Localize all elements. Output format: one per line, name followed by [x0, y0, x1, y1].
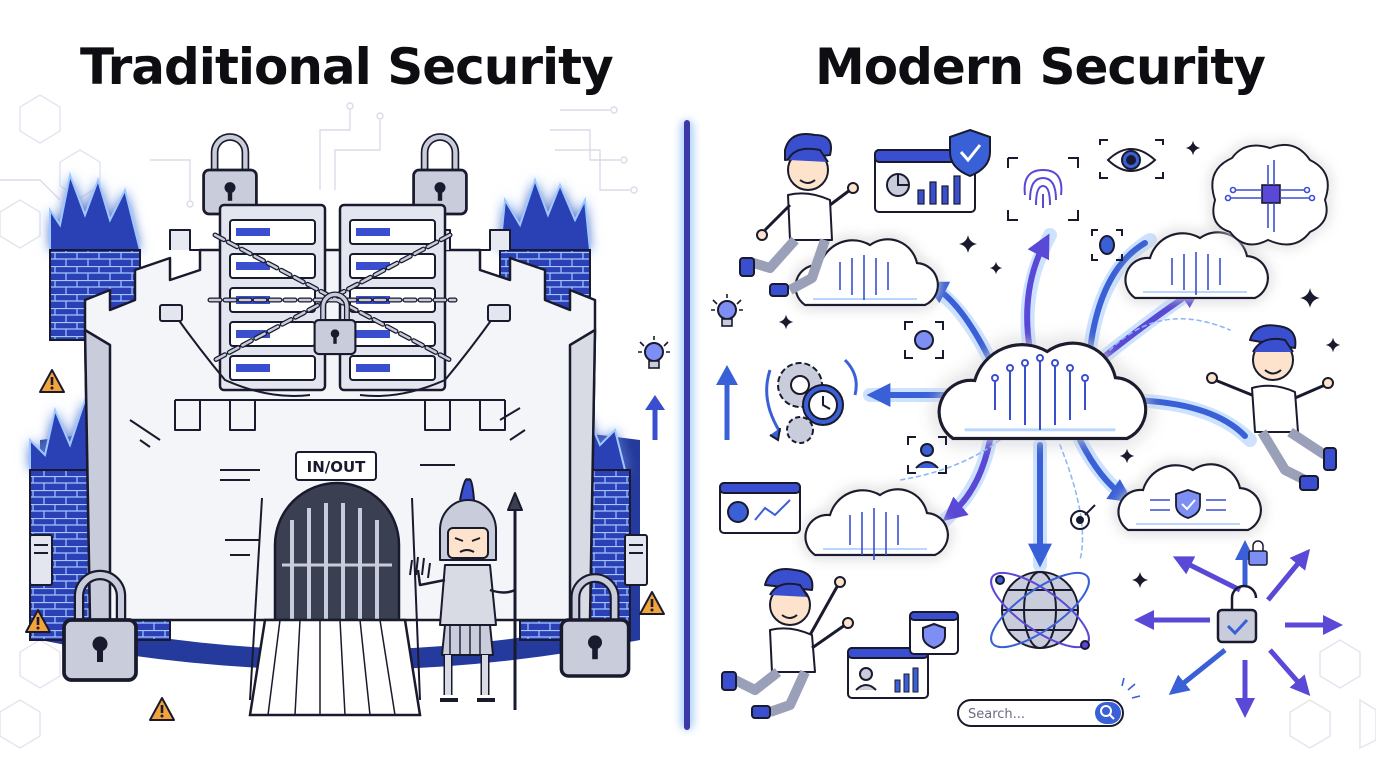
person-icon	[1206, 324, 1337, 491]
dashboard-icon	[874, 149, 976, 213]
shield-check-icon	[949, 128, 991, 178]
ai-brain-circuit	[1224, 160, 1316, 232]
user-scan-icon	[907, 436, 947, 474]
gear-clock-icon	[765, 358, 858, 444]
warning-icon	[39, 369, 65, 393]
server-tower-icon	[29, 534, 648, 586]
sparkle-icon	[1185, 140, 1201, 156]
unlock-icon	[1216, 584, 1258, 644]
face-scan-icon	[904, 321, 944, 359]
soldier-icon	[409, 478, 523, 710]
shield-panel-icon	[909, 611, 959, 655]
cloud-circuit	[839, 255, 889, 300]
cloud-network-icon	[804, 488, 949, 557]
lightbulb-icon	[637, 335, 671, 369]
network-cables	[159, 304, 511, 397]
fingerprint-icon	[1007, 157, 1079, 221]
up-arrow-icon	[645, 395, 665, 440]
search-icon[interactable]	[1095, 702, 1121, 724]
shield-check-icon	[1150, 489, 1226, 519]
warning-icon	[149, 697, 175, 721]
gate: IN/OUT	[248, 451, 422, 717]
divider	[680, 120, 694, 730]
globe-icon	[990, 571, 1090, 650]
sparkle-icon	[1325, 337, 1341, 353]
sparkle-icon	[989, 261, 1003, 275]
target-icon	[1070, 504, 1096, 530]
person-icon	[721, 568, 854, 719]
padlock-icon	[204, 137, 257, 214]
cloud-circuit	[849, 508, 899, 560]
sparkle-icon	[778, 314, 794, 330]
warning-icon	[639, 591, 665, 615]
eye-icon	[1099, 139, 1164, 179]
circuit-traces	[0, 102, 638, 208]
cloud-circuit	[1171, 252, 1221, 295]
dashboard-icon	[719, 482, 801, 534]
sparkle-icon	[1131, 571, 1149, 589]
dashboard-icon	[847, 647, 929, 699]
search-bar[interactable]: Search...	[957, 677, 1141, 727]
hexagon-background	[0, 94, 1376, 750]
small-lock-icon	[1248, 540, 1268, 566]
face-id-icon	[1091, 229, 1123, 261]
sparkle-icon	[959, 235, 977, 253]
chain-icon	[208, 233, 457, 362]
gate-sign: IN/OUT	[307, 458, 367, 476]
padlock-icon	[414, 137, 467, 214]
search-placeholder: Search...	[968, 707, 1025, 722]
unlock-burst-arrows	[1134, 540, 1343, 718]
modern-security-title: Modern Security	[815, 38, 1266, 96]
sparkle-icon	[1119, 448, 1135, 464]
up-arrow-icon	[716, 365, 738, 440]
sparkle-icon	[1300, 288, 1320, 308]
central-cloud-circuit	[991, 354, 1089, 430]
traditional-security-title: Traditional Security	[80, 38, 614, 96]
lightbulb-icon	[710, 293, 744, 327]
person-icon	[739, 133, 859, 297]
